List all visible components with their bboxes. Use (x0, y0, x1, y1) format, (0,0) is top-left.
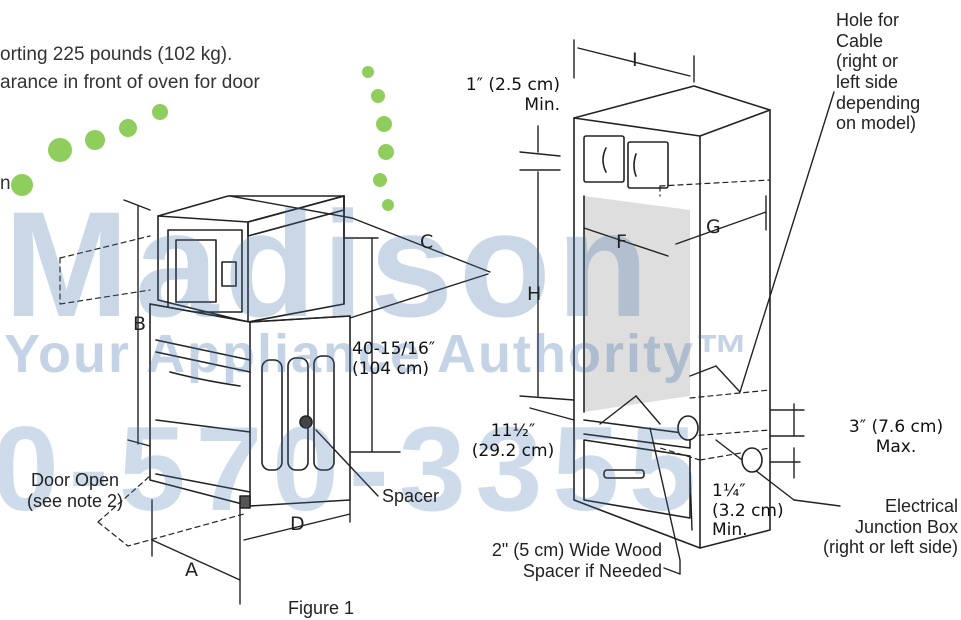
header-line-1: orting 225 pounds (102 kg). (0, 44, 233, 65)
min-clearance-top-line-2: Min. (524, 94, 560, 115)
min-clearance-top-label: 1″ (2.5 cm) Min. (440, 75, 560, 115)
wood-spacer-line-1: 2" (5 cm) Wide Wood (491, 540, 662, 560)
door-open-outline (59, 235, 245, 547)
hole-for-cable-line-2: Cable (836, 30, 884, 51)
electrical-line-1: Electrical (884, 496, 958, 516)
min-clearance-top-line-1: 1″ (2.5 cm) (465, 75, 560, 95)
watermark-dots (11, 66, 394, 211)
min-clearance-bottom-label: 1¼″ (3.2 cm) Min. (712, 481, 784, 541)
hole-for-cable-line-5: depending (836, 92, 921, 113)
dimension-d-label: D (290, 513, 305, 535)
hole-for-cable-line-3: (right or (836, 51, 899, 72)
wood-spacer-label: 2" (5 cm) Wide Wood Spacer if Needed (380, 540, 662, 581)
dimension-b-label: B (133, 313, 147, 335)
spacer-label: Spacer (382, 486, 440, 506)
hole-for-cable-label: Hole for Cable (right or left side depen… (836, 10, 920, 134)
dimension-g-label: G (706, 216, 721, 238)
min-clearance-bottom-line-3: Min. (712, 520, 748, 541)
cutout-height-line-2: (29.2 cm) (471, 440, 555, 461)
right-dimension-lines (519, 39, 841, 575)
watermark-phone: 0-570-3355 (0, 402, 706, 536)
oven-height-label: 40-15/16″ (104 cm) (352, 339, 436, 379)
max-clearance-line-1: 3″ (7.6 cm) (848, 417, 944, 437)
watermark-slogan: Your Appliance Authority™ (4, 324, 752, 384)
cabinet (573, 85, 771, 549)
dimension-c-label: C (420, 231, 434, 253)
watermark-brand: Madison (4, 180, 655, 348)
figure-caption: Figure 1 (288, 598, 355, 618)
electrical-junction-box-label: Electrical Junction Box (right or left s… (760, 496, 958, 558)
door-open-line-2: (see note 2) (26, 490, 124, 511)
oven-height-line-1: 40-15/16″ (352, 339, 436, 359)
electrical-line-3: (right or left side) (822, 537, 958, 558)
header-line-3: n (0, 173, 11, 194)
door-open-line-1: Door Open (30, 470, 120, 490)
junction-boxes (677, 415, 763, 473)
cutout-height-line-1: 11½″ (490, 421, 536, 441)
header-line-2: arance in front of oven for door (0, 72, 260, 93)
dimension-i-label: I (632, 49, 638, 71)
max-clearance-label: 3″ (7.6 cm) Max. (838, 417, 954, 457)
hole-for-cable-line-1: Hole for (836, 10, 900, 30)
dimension-a-label: A (185, 559, 198, 581)
dimension-f-label: F (616, 231, 627, 253)
door-open-label: Door Open (see note 2) (0, 470, 150, 511)
hole-for-cable-line-6: on model) (836, 113, 917, 134)
oven-height-line-2: (104 cm) (352, 358, 430, 379)
microwave-unit (157, 195, 345, 323)
max-clearance-line-2: Max. (875, 436, 917, 457)
min-clearance-bottom-line-1: 1¼″ (712, 481, 746, 501)
cutout-height-label: 11½″ (29.2 cm) (458, 421, 568, 461)
electrical-line-2: Junction Box (854, 516, 958, 537)
wall-oven-unit (149, 303, 351, 509)
wood-spacer-line-2: Spacer if Needed (522, 560, 662, 581)
left-dimension-lines (123, 195, 491, 605)
hole-for-cable-line-4: left side (836, 72, 899, 93)
min-clearance-bottom-line-2: (3.2 cm) (712, 500, 784, 521)
dimension-h-label: H (527, 283, 542, 305)
